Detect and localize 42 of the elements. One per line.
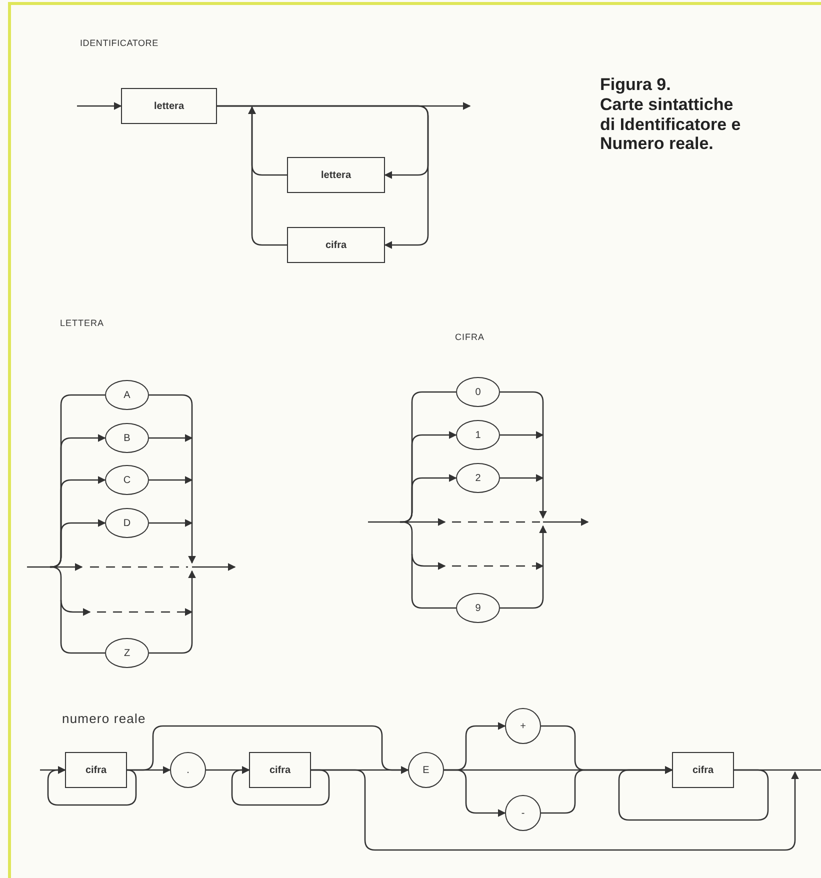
connector-arrow: [47, 766, 137, 806]
diagram-heading: IDENTIFICATORE: [80, 38, 158, 48]
connector-arrow: [149, 570, 196, 654]
connector-arrow: [217, 105, 429, 249]
connector-arrow: [500, 474, 544, 482]
terminal-circle: .: [170, 752, 206, 788]
connector-arrow: [50, 519, 106, 568]
terminal-ellipse: 0: [456, 377, 500, 407]
connector-arrow: [500, 525, 547, 609]
figure-caption: Carte sintattiche di Identificatore e Numero reale.: [600, 95, 742, 154]
nonterminal-box: cifra: [287, 227, 385, 263]
nonterminal-box: cifra: [249, 752, 311, 788]
nonterminal-box: cifra: [672, 752, 734, 788]
terminal-ellipse: Z: [105, 638, 149, 668]
nonterminal-box: lettera: [121, 88, 217, 124]
figure-title: Figura 9.: [600, 75, 671, 95]
connector-arrow: [231, 766, 330, 806]
connector-arrow: [500, 391, 547, 519]
terminal-ellipse: A: [105, 380, 149, 410]
terminal-ellipse: 1: [456, 420, 500, 450]
connector-arrow: [500, 431, 544, 439]
terminal-ellipse: B: [105, 423, 149, 453]
connector-arrow: [618, 766, 769, 821]
diagram-heading: numero reale: [62, 711, 146, 726]
terminal-ellipse: D: [105, 508, 149, 538]
connector-arrow: [149, 519, 193, 527]
nonterminal-box: lettera: [287, 157, 385, 193]
connector-arrow: [311, 769, 799, 851]
connector-arrow: [248, 106, 287, 246]
terminal-circle: +: [505, 708, 541, 744]
terminal-ellipse: 9: [456, 593, 500, 623]
connector-arrow: [77, 102, 122, 110]
connector-arrow: [149, 434, 193, 442]
connector-arrow: [149, 394, 196, 564]
connector-arrow: [149, 476, 193, 484]
diagram-heading: CIFRA: [455, 332, 484, 342]
nonterminal-box: cifra: [65, 752, 127, 788]
terminal-ellipse: C: [105, 465, 149, 495]
terminal-circle: -: [505, 795, 541, 831]
diagram-heading: LETTERA: [60, 318, 104, 328]
terminal-circle: E: [408, 752, 444, 788]
terminal-ellipse: 2: [456, 463, 500, 493]
